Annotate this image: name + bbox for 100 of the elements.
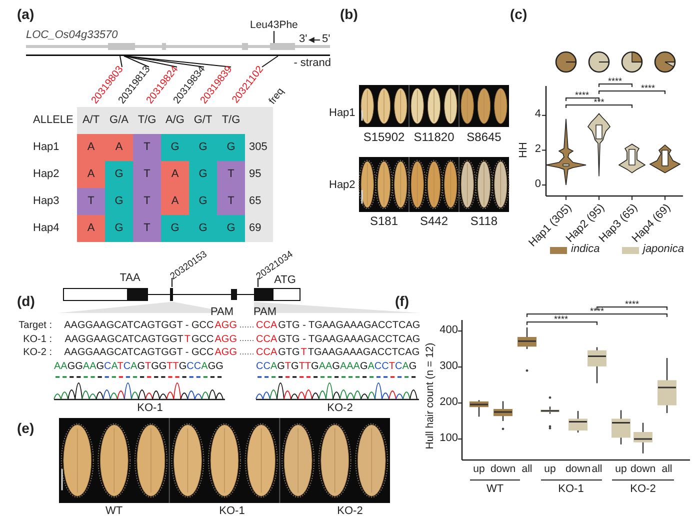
pam-label: PAM (210, 306, 234, 319)
table-cell: G (161, 134, 189, 161)
table-cell: G (189, 215, 217, 242)
sample-label: S8645 (466, 131, 502, 145)
column-header: A/G (164, 113, 186, 128)
table-cell-text: 69 (248, 221, 262, 236)
gene-structure (63, 287, 301, 302)
gene-name: LOC_Os04g33570 (26, 29, 118, 42)
panel-label: (d) (17, 293, 35, 310)
column-header: T/G (136, 113, 158, 128)
mutation-label: Leu43Phe (250, 19, 298, 32)
table-cell: G (105, 215, 133, 242)
significance-stars: **** (641, 85, 655, 91)
sequence-label: KO-1 : (23, 334, 52, 345)
gene-model (26, 43, 330, 56)
leader-line (262, 56, 278, 68)
strand-label: 3' (299, 33, 308, 46)
sequence-text: TGAAGAAAGACCTCAG (308, 347, 420, 358)
sequence-text: CCA (256, 334, 278, 345)
tick-label: all (662, 463, 672, 476)
table-cell: G (217, 215, 245, 242)
column-label: freq (267, 86, 287, 107)
row-label: Hap3 (33, 195, 60, 208)
sequence-text: GCC (192, 334, 214, 345)
significance-stars: **** (554, 316, 568, 322)
significance-stars: **** (608, 78, 622, 84)
tick-label: 100 (440, 432, 458, 445)
sequence-text: AGG (214, 320, 237, 332)
table-cell: G (189, 134, 217, 161)
row-label: ALLELE (33, 114, 74, 127)
row-label: Hap1 (329, 107, 356, 120)
table-cell-text: 65 (248, 194, 262, 209)
tick-label: up (473, 463, 485, 476)
tick-label: up (544, 463, 556, 476)
trace-label: KO-1 (137, 402, 163, 415)
group-label: KO-1 (558, 483, 584, 496)
legend-label: japonica (643, 243, 684, 256)
legend-label: indica (571, 243, 600, 256)
sample-label: S442 (420, 215, 448, 229)
leader-line (120, 56, 122, 68)
sequence-text: GTG (278, 347, 300, 358)
axis-title: HH (518, 142, 530, 158)
sequence-text: AGG (214, 334, 237, 345)
sample-label: WT (105, 505, 123, 518)
codon-label: TAA (120, 272, 140, 285)
table-cell: T (77, 188, 105, 215)
sequence-text: T (300, 347, 307, 358)
significance-stars: **** (575, 92, 589, 98)
panel-label: (f) (395, 293, 409, 310)
table-cell: A (105, 134, 133, 161)
table-cell: G (105, 161, 133, 188)
table-cell: G (105, 188, 133, 215)
table-cell: A (77, 215, 105, 242)
sample-label: S15902 (363, 131, 405, 145)
sample-label: KO-2 (337, 505, 363, 518)
table-cell: G (189, 161, 217, 188)
table-cell-text: 305 (248, 140, 268, 155)
table-cell: T (133, 188, 161, 215)
sequence-text: GTG - TGAAGAAAGACCTCAG (278, 320, 420, 332)
table-cell: A (161, 188, 189, 215)
tick-label: 4 (534, 108, 541, 122)
panel-label: (a) (17, 6, 34, 22)
tick-label: down (490, 463, 516, 476)
sample-label: S11820 (414, 131, 454, 145)
column-header: A/T (81, 113, 101, 128)
tick-label: all (522, 463, 532, 476)
strand-label: - strand (294, 57, 331, 70)
tick-label: 300 (440, 360, 458, 373)
panel-label: (e) (17, 420, 34, 436)
pam-label: PAM (253, 306, 277, 319)
tick-label: 0 (534, 178, 541, 191)
sequence-text: AAGGAAGCATCAGTGGT (64, 334, 184, 345)
axis-title: Hull hair count (n = 12) (424, 342, 436, 450)
strand-label: 5' (322, 33, 330, 46)
sequence-text: CCA (256, 347, 278, 358)
table-cell: A (77, 134, 105, 161)
group-label: KO-2 (630, 483, 656, 496)
sample-label: S118 (470, 215, 498, 229)
column-header: G/A (108, 113, 130, 128)
significance-stars: **** (625, 301, 639, 307)
table-cell: G (189, 188, 217, 215)
row-label: Hap2 (329, 179, 356, 192)
leader-line (124, 56, 150, 68)
table-cell: A (161, 161, 189, 188)
base-call-sequence: AAGGAAGCATCAGTGGTTGCCAGG (54, 361, 224, 372)
row-label: Hap1 (33, 141, 60, 154)
table-cell: G (161, 215, 189, 242)
tick-label: up (615, 463, 627, 476)
group-label: WT (486, 483, 504, 496)
leader-line (124, 56, 232, 68)
row-label: Hap2 (33, 168, 60, 181)
tick-label: all (592, 463, 602, 476)
panel-label: (b) (340, 6, 358, 22)
row-label: Hap4 (33, 222, 60, 235)
column-header: T/G (220, 113, 242, 128)
tick-label: 400 (440, 324, 458, 337)
sequence-label: Target : (18, 320, 52, 332)
base-call-sequence: CCAGTGTTGAAGAAAGACCTCAG (256, 361, 417, 372)
table-cell: A (77, 161, 105, 188)
column-header: G/T (192, 113, 214, 128)
